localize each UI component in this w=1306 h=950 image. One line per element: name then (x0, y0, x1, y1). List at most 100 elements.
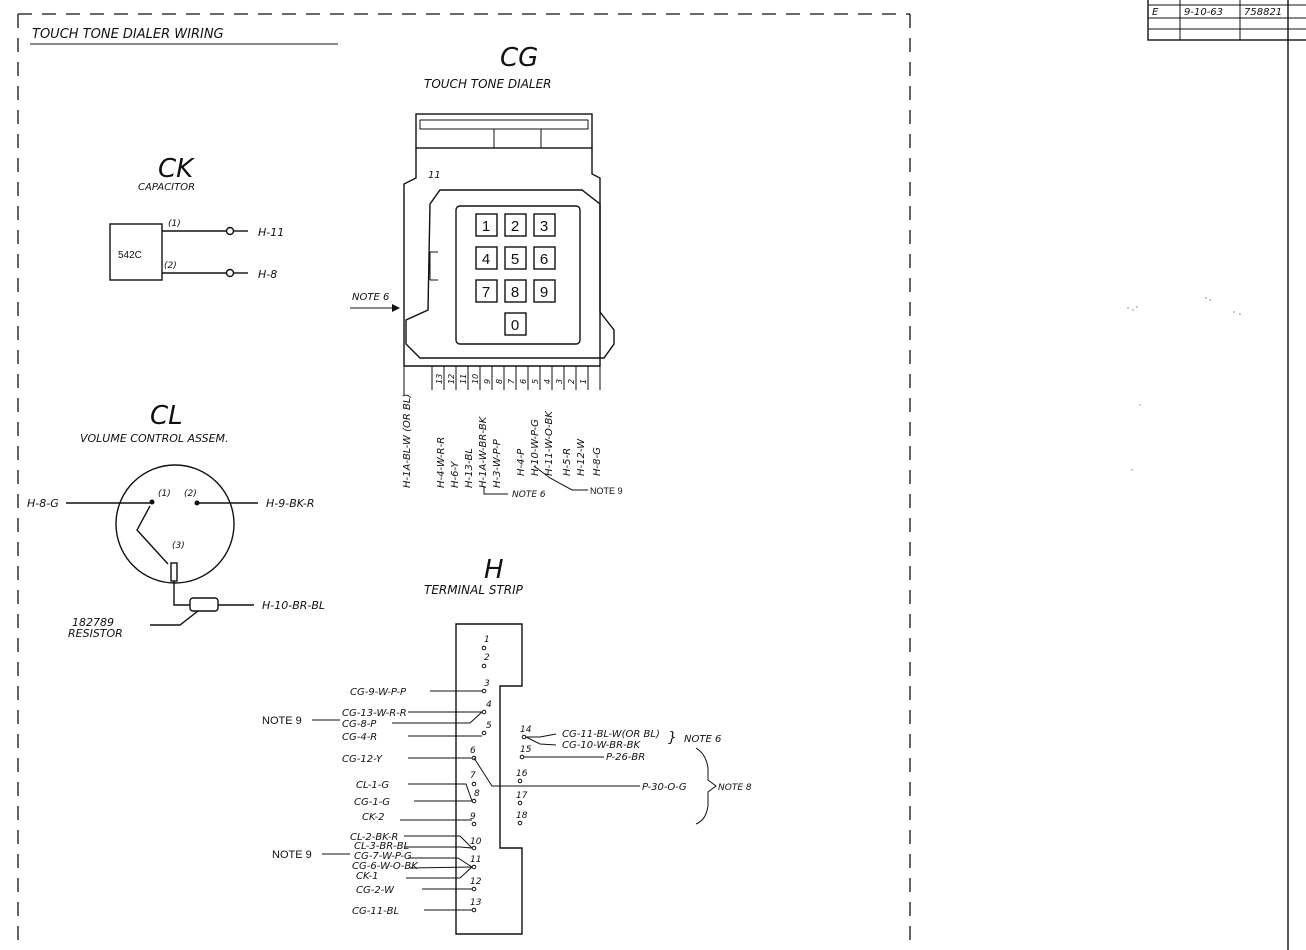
terminal-number: 16 (516, 769, 528, 779)
volume-control-circle (115, 464, 235, 584)
wire-label: CG-8-P (342, 719, 377, 730)
dialer-pin-2: 2 (567, 379, 576, 384)
resistor-body (189, 597, 219, 612)
note-8-brace (695, 747, 717, 825)
dialer-pin-7: 7 (507, 378, 516, 384)
dialer-lead-label: H-11-W-O-BK (544, 410, 555, 476)
wire-label: CK-2 (362, 812, 385, 823)
wire-label: CG-11-BL (352, 906, 399, 917)
dialer-lead-label: H-4-W-R-R (436, 437, 447, 488)
terminal-number: 14 (520, 725, 532, 735)
volume-resistor-wire-label: H-10-BR-BL (262, 599, 325, 612)
terminal-number: 10 (470, 837, 482, 847)
terminal-number: 7 (470, 771, 476, 781)
terminal-number: 11 (470, 855, 481, 865)
dialer-cg: CG TOUCH TONE DIALER 11 1 2 3 4 5 6 7 8 … (350, 43, 623, 500)
terminal-dot (517, 778, 523, 784)
terminal-strip-body (455, 623, 523, 935)
terminal-number: 12 (470, 877, 482, 887)
terminal-number: 5 (486, 721, 492, 731)
wire-label: CL-2-BK-R (350, 832, 398, 843)
terminal-dot (471, 821, 477, 827)
dialer-outer-housing (403, 148, 601, 367)
terminal-dot (471, 907, 477, 913)
key-8: 8 (511, 284, 519, 301)
dialer-pin-11: 11 (459, 374, 468, 384)
dialer-leads: H-1A-BL-W (OR BL) H-4-W-R-R H-6-Y H-13-B… (402, 366, 603, 488)
terminal-dot (481, 645, 487, 651)
terminal-number: 4 (486, 700, 492, 710)
key-1: 1 (482, 218, 490, 235)
dialer-pin-3: 3 (555, 379, 564, 384)
volume-right-wire-label: H-9-BK-R (266, 497, 314, 510)
terminal-note-9-upper: NOTE 9 (262, 715, 302, 727)
right-terminals: 14 15 16 17 18 (516, 725, 532, 826)
resistor-label: RESISTOR (68, 627, 123, 640)
dialer-pin-strip: 13 12 11 10 9 8 7 6 5 4 3 2 1 (431, 366, 601, 390)
wire-label: CG-2-W (356, 885, 395, 896)
dialer-letter: CG (500, 43, 538, 73)
terminal-number: 18 (516, 811, 528, 821)
dialer-top-housing (415, 113, 593, 149)
volume-control-letter: CL (150, 401, 183, 431)
key-5: 5 (511, 251, 519, 268)
dialer-note-6-arrow-label: NOTE 6 (352, 292, 389, 303)
capacitor-pin-2: (2) (164, 261, 177, 271)
dialer-note-9: NOTE 9 (590, 486, 623, 496)
wire-label: CG-13-W-R-R (342, 708, 407, 719)
terminal-number: 9 (470, 812, 476, 822)
wire-label: CK-1 (356, 871, 379, 882)
dialer-lead-label: H-1A-W-BR-BK (478, 415, 489, 488)
revision-letter: E (1152, 7, 1159, 18)
key-3: 3 (540, 218, 548, 235)
terminal-dot (481, 709, 487, 715)
wire-label: CG-6-W-O-BK (352, 861, 419, 872)
revision-date: 9-10-63 (1184, 7, 1223, 18)
terminal-number: 8 (474, 789, 480, 799)
sheet-border (17, 13, 911, 950)
wire-label: CG-4-R (342, 732, 377, 743)
terminal-note-6: NOTE 6 (684, 734, 721, 745)
terminal-dot (471, 798, 477, 804)
left-wires: CG-9-W-P-P CG-13-W-R-R CG-8-P CG-4-R CG-… (342, 687, 483, 917)
keypad-keys: 1 2 3 4 5 6 7 8 9 0 (475, 213, 556, 336)
volume-control-name: VOLUME CONTROL ASSEM. (80, 432, 229, 445)
left-terminals: 1 2 3 4 5 6 7 8 9 10 11 12 13 (470, 635, 492, 913)
terminal-dot (481, 688, 487, 694)
dialer-lead-label: H-10-W-P-G (530, 419, 541, 476)
dialer-lead-label: H-12-W (576, 438, 587, 476)
wire-label: CG-7-W-P-G (354, 851, 412, 862)
wire-label: CG-11-BL-W(OR BL) (562, 729, 660, 740)
capacitor-wire-2: H-8 (258, 268, 277, 281)
dialer-lead-label: H-6-Y (450, 461, 461, 488)
revision-table: E 9-10-63 758821 (1147, 0, 1306, 41)
dialer-pin-1: 1 (579, 379, 588, 384)
dialer-lead-label: H-3-W-P-P (492, 438, 503, 488)
terminal-strip-name: TERMINAL STRIP (424, 583, 524, 597)
dialer-pin-9: 9 (483, 379, 492, 384)
capacitor-name: CAPACITOR (138, 182, 195, 193)
dialer-face (405, 189, 615, 359)
wire-label: P-30-O-G (642, 782, 687, 793)
terminal-number: 6 (470, 746, 476, 756)
resistor-part-number: 182789 (72, 616, 114, 629)
right-wire-brace: } (668, 730, 677, 746)
terminal-number: 1 (484, 635, 490, 645)
key-4: 4 (482, 251, 490, 268)
key-9: 9 (540, 284, 548, 301)
dialer-pin-5: 5 (531, 379, 540, 384)
dialer-pin-12: 12 (447, 374, 456, 384)
terminal-number: 3 (484, 679, 490, 689)
key-2: 2 (511, 218, 519, 235)
terminal-dot (521, 734, 527, 740)
capacitor-body (109, 223, 163, 281)
capacitor-pin-1: (1) (168, 219, 181, 229)
terminal-dot (471, 886, 477, 892)
volume-pin-1-dot (149, 499, 155, 505)
dialer-lead-label: H-5-R (562, 448, 573, 476)
terminal-strip-letter: H (484, 555, 504, 585)
terminal-dot (471, 755, 477, 761)
key-7: 7 (482, 284, 490, 301)
volume-pin-2-label: (2) (184, 489, 197, 499)
capacitor-terminal-1 (225, 226, 235, 236)
